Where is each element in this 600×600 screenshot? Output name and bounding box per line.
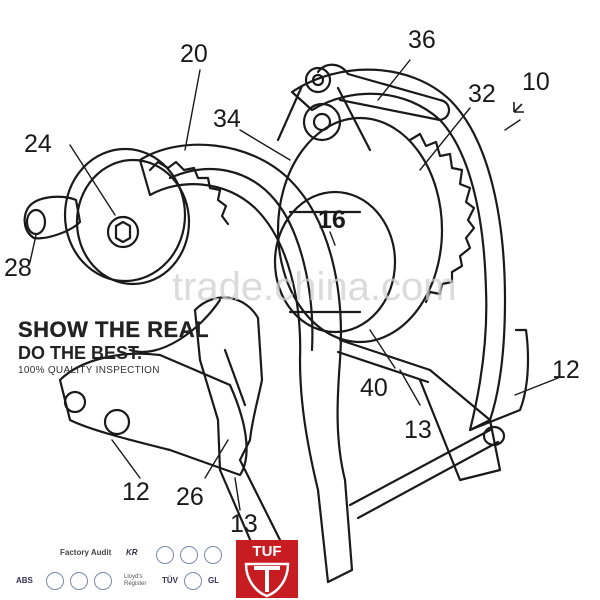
gl-logo: GL [208, 576, 220, 585]
rear-frame-plate-edge [468, 328, 530, 432]
factory-audit-logo: Factory Audit [60, 548, 112, 557]
label-32: 32 [468, 80, 496, 108]
tuf-logo-text: TUF [252, 543, 282, 560]
kr-logo: KR [126, 548, 138, 557]
leader-lines [29, 59, 559, 511]
hub-bolt [106, 215, 140, 249]
crank-knob [23, 195, 82, 240]
pivot-bolt-34-inner [312, 112, 332, 132]
front-gear-teeth [148, 160, 230, 226]
hub-cover-rim [75, 158, 191, 286]
label-13-right: 13 [404, 416, 432, 444]
ratchet-gear [276, 116, 444, 344]
drum-shaft [288, 210, 362, 314]
seal-icon [70, 572, 88, 590]
pivot-bolt-top-inner [311, 73, 325, 87]
label-16: 16 [318, 206, 346, 234]
promo-line-2: DO THE BEST. [18, 343, 143, 363]
cross-bar-base [348, 428, 500, 520]
promo-line-3: 100% QUALITY INSPECTION [18, 365, 160, 376]
lloyds-logo: Lloyd's Register [124, 574, 147, 587]
base-frame-right [418, 368, 502, 482]
seal-icon [204, 546, 222, 564]
promo-overlay: SHOW THE REAL DO THE BEST. 100% QUALITY … [18, 317, 278, 378]
label-24: 24 [24, 130, 52, 158]
label-12-left: 12 [122, 478, 150, 506]
promo-line-1: SHOW THE REAL [18, 317, 210, 342]
tuf-logo: TUF [236, 540, 298, 598]
label-20: 20 [180, 40, 208, 68]
seal-icon [46, 572, 64, 590]
abs-logo: ABS [16, 576, 33, 585]
crank-knob-end [25, 208, 47, 236]
label-26: 26 [176, 483, 204, 511]
seal-icon [184, 572, 202, 590]
ratchet-gear-teeth [408, 132, 476, 304]
front-frame-plate [138, 143, 354, 584]
handle-lever [316, 63, 451, 122]
cross-bar-upper [336, 338, 432, 384]
seal-icon [94, 572, 112, 590]
mount-bolt-2 [103, 408, 131, 436]
seal-icon [180, 546, 198, 564]
certification-logos: Factory Audit KR ABS Lloyd's Register TÜ… [8, 540, 592, 598]
left-bracket-arm [128, 298, 222, 353]
release-lever-slot [223, 348, 247, 407]
label-36: 36 [408, 26, 436, 54]
tuf-emblem-icon [244, 562, 290, 598]
seal-icon [156, 546, 174, 564]
mount-bolt-1 [63, 390, 87, 414]
pawl-arm [276, 84, 372, 152]
front-frame-plate-inner [168, 167, 314, 352]
label-40: 40 [360, 374, 388, 402]
rear-frame-plate [290, 68, 507, 432]
hub-cover-disc [63, 147, 187, 283]
pivot-bolt-34 [302, 102, 342, 142]
pivot-bolt-top [304, 66, 332, 94]
label-10: 10 [522, 68, 550, 96]
tuv-logo: TÜV [162, 576, 178, 585]
label-28: 28 [4, 254, 32, 282]
label-12-right: 12 [552, 356, 580, 384]
hub-bolt-hex [114, 220, 132, 244]
label-34: 34 [213, 105, 241, 133]
watermark: trade.china.com [172, 265, 457, 309]
arrow-10 [513, 102, 524, 113]
label-13-bottom: 13 [230, 510, 258, 538]
drum [273, 190, 397, 334]
